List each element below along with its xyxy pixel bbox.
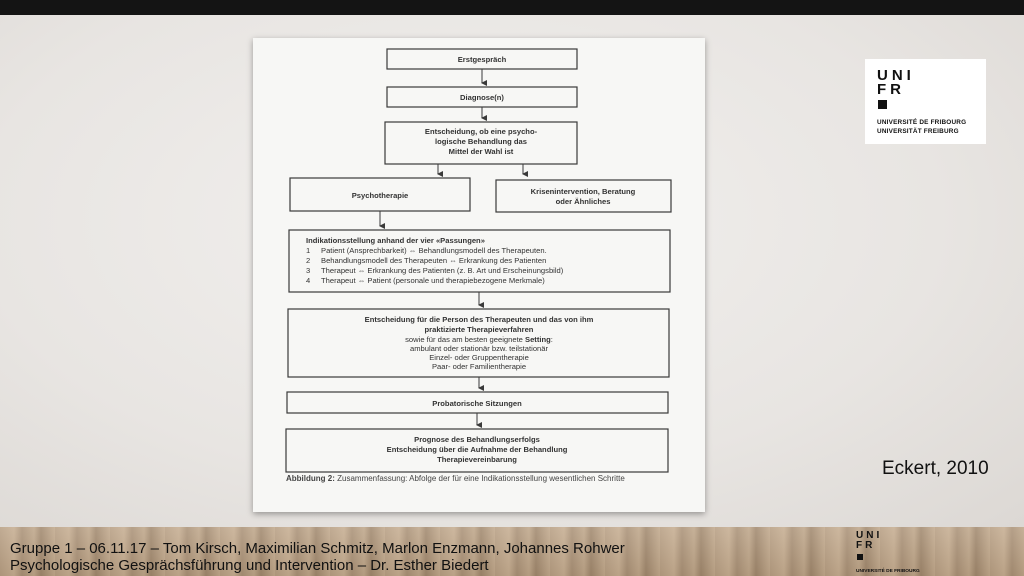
box-erstgespraech-label: Erstgespräch <box>458 55 507 64</box>
top-bar <box>0 0 1024 15</box>
floor-shade <box>0 527 1024 576</box>
footer-line-2: Psychologische Gesprächsführung und Inte… <box>10 557 489 574</box>
caption-text: Zusammenfassung: Abfolge der für eine In… <box>334 474 625 483</box>
caption-label: Abbildung 2: <box>286 474 335 483</box>
passung-3-text: Therapeut ⇔ Erkrankung des Patienten (z.… <box>321 266 564 275</box>
slide-footer: Gruppe 1 – 06.11.17 – Tom Kirsch, Maximi… <box>10 540 625 574</box>
passung-1-num: 1 <box>306 246 310 255</box>
passung-2-num: 2 <box>306 256 310 265</box>
box-setting-option-3: Paar- oder Familientherapie <box>432 362 526 371</box>
box-probatorische-label: Probatorische Sitzungen <box>432 399 522 408</box>
passung-2-text: Behandlungsmodell des Therapeuten ⇔ Erkr… <box>321 256 546 265</box>
box-prognose <box>285 428 669 473</box>
wood-floor <box>0 527 1024 576</box>
passung-4-text: Therapeut ⇔ Patient (personale und thera… <box>321 276 545 285</box>
box-prognose-line-3: Therapievereinbarung <box>437 455 517 464</box>
footer-logo-square-icon <box>857 554 863 560</box>
box-therapeut-line-2: praktizierte Therapieverfahren <box>425 325 534 334</box>
box-indikationsstellung-title: Indikationsstellung anhand der vier «Pas… <box>306 236 485 245</box>
box-setting-option-1: ambulant oder stationär bzw. teilstation… <box>410 344 549 353</box>
logo-line-2: UNIVERSITÄT FREIBURG <box>877 128 959 135</box>
scanned-page: Erstgespräch Diagnose(n) Entscheidung, o… <box>253 38 705 512</box>
box-setting-option-2: Einzel- oder Gruppentherapie <box>429 353 529 362</box>
box-entscheidung <box>384 121 578 165</box>
footer-logo-mark: UNI FR <box>856 531 882 551</box>
logo-mark-line-1: UNI <box>877 67 915 84</box>
footer-logo-mark-line-1: UNI <box>856 530 883 541</box>
box-entscheidung-line-2: logische Behandlung das <box>435 137 527 146</box>
box-krisenintervention-line-2: oder Ähnliches <box>556 197 611 206</box>
passung-4-num: 4 <box>306 276 310 285</box>
box-entscheidung-line-1: Entscheidung, ob eine psycho- <box>425 127 538 136</box>
box-krisenintervention-line-1: Kriseninter­vention, Beratung <box>531 187 636 196</box>
university-logo: UNI FR UNIVERSITÉ DE FRIBOURG UNIVERSITÄ… <box>865 59 986 144</box>
logo-line-1: UNIVERSITÉ DE FRIBOURG <box>877 119 967 126</box>
box-indikationsstellung <box>288 229 671 293</box>
footer-logo: UNI FR UNIVERSITÉ DE FRIBOURG <box>856 531 936 576</box>
logo-square-icon <box>878 100 887 109</box>
flowchart: Erstgespräch Diagnose(n) Entscheidung, o… <box>285 48 672 473</box>
footer-logo-mark-line-2: FR <box>856 540 876 551</box>
logo-mark: UNI FR <box>877 67 915 98</box>
footer-logo-line: UNIVERSITÉ DE FRIBOURG <box>856 569 920 574</box>
passung-3-num: 3 <box>306 266 310 275</box>
logo-mark-line-2: FR <box>877 81 905 98</box>
box-prognose-line-2: Entscheidung über die Aufnahme der Behan… <box>387 445 568 454</box>
box-entscheidung-line-3: Mittel der Wahl ist <box>449 147 514 156</box>
box-prognose-line-1: Prognose des Behandlungserfolgs <box>414 435 540 444</box>
box-psychotherapie-label: Psychotherapie <box>352 191 409 200</box>
reference-citation: Eckert, 2010 <box>882 458 989 479</box>
box-therapeut-line-1: Entscheidung für die Person des Therapeu… <box>365 315 594 324</box>
box-diagnose-label: Diagnose(n) <box>460 93 504 102</box>
box-therapeut-setting <box>287 308 670 378</box>
passung-1-text: Patient (Ansprechbarkeit) ⇔ Behandlungsm… <box>321 246 547 255</box>
box-setting-line: sowie für das am besten geeignete Settin… <box>405 335 553 344</box>
footer-line-1: Gruppe 1 – 06.11.17 – Tom Kirsch, Maximi… <box>10 540 625 557</box>
figure-caption: Abbildung 2: Zusammenfassung: Abfolge de… <box>286 474 676 484</box>
box-krisenintervention <box>495 179 672 213</box>
